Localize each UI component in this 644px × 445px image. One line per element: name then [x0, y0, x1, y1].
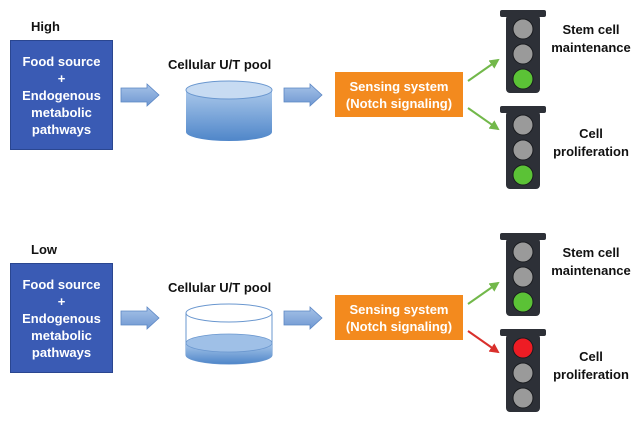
block-arrow — [120, 83, 160, 107]
food-line: Food source — [22, 53, 101, 69]
scenario-low: Low Food source + Endogenous metabolic p… — [0, 242, 644, 445]
sensing-line: (Notch signaling) — [345, 318, 453, 334]
pool-cylinder — [185, 80, 273, 141]
green-light — [512, 291, 534, 313]
level-label: Low — [31, 242, 57, 257]
outcome-proliferation: Cell proliferation — [536, 348, 644, 384]
off-light — [512, 139, 534, 161]
traffic-light-icon — [500, 10, 546, 93]
food-line: metabolic — [31, 327, 92, 343]
sensing-line: (Notch signaling) — [345, 95, 453, 111]
food-line: + — [57, 70, 66, 86]
off-light — [512, 387, 534, 409]
food-line: + — [57, 293, 66, 309]
traffic-light-icon — [500, 329, 546, 412]
off-light — [512, 43, 534, 65]
outcome-line: maintenance — [551, 40, 631, 55]
outcome-line: Cell — [579, 349, 603, 364]
food-line: pathways — [31, 344, 92, 360]
block-arrow — [120, 306, 160, 330]
food-source-box: Food source + Endogenous metabolic pathw… — [10, 40, 113, 150]
outcome-line: Stem cell — [562, 245, 620, 260]
food-line: Food source — [22, 276, 101, 292]
block-arrow — [283, 83, 323, 107]
outcome-line: proliferation — [553, 144, 629, 159]
sensing-system-box: Sensing system (Notch signaling) — [335, 295, 463, 340]
traffic-light-icon — [500, 233, 546, 316]
pool-cylinder — [185, 303, 273, 365]
signal-arrow — [467, 107, 500, 131]
signal-arrow — [467, 58, 500, 82]
sensing-system-box: Sensing system (Notch signaling) — [335, 72, 463, 117]
green-light — [512, 164, 534, 186]
off-light — [512, 241, 534, 263]
off-light — [512, 114, 534, 136]
food-line: Endogenous — [22, 310, 101, 326]
off-light — [512, 362, 534, 384]
pool-water-surface — [185, 333, 273, 353]
sensing-line: Sensing system — [349, 301, 449, 317]
pool-label: Cellular U/T pool — [168, 57, 272, 72]
outcome-line: Stem cell — [562, 22, 620, 37]
block-arrow — [283, 306, 323, 330]
food-line: metabolic — [31, 104, 92, 120]
outcome-line: maintenance — [551, 263, 631, 278]
traffic-light-icon — [500, 106, 546, 189]
signal-arrow — [467, 330, 500, 354]
food-line: pathways — [31, 121, 92, 137]
outcome-line: Cell — [579, 126, 603, 141]
level-label: High — [31, 19, 60, 34]
outcome-proliferation: Cell proliferation — [536, 125, 644, 161]
pool-body — [186, 90, 272, 141]
outcome-stem-cell: Stem cell maintenance — [536, 244, 644, 280]
signal-arrow — [467, 281, 500, 305]
pool-rim — [185, 303, 273, 323]
off-light — [512, 18, 534, 40]
outcome-stem-cell: Stem cell maintenance — [536, 21, 644, 57]
food-source-box: Food source + Endogenous metabolic pathw… — [10, 263, 113, 373]
red-light — [512, 337, 534, 359]
off-light — [512, 266, 534, 288]
food-line: Endogenous — [22, 87, 101, 103]
diagram-graphics — [120, 10, 546, 412]
scenario-high: High Food source + Endogenous metabolic … — [0, 19, 644, 222]
pool-label: Cellular U/T pool — [168, 280, 272, 295]
green-light — [512, 68, 534, 90]
sensing-line: Sensing system — [349, 78, 449, 94]
outcome-line: proliferation — [553, 367, 629, 382]
pool-top — [185, 80, 273, 100]
